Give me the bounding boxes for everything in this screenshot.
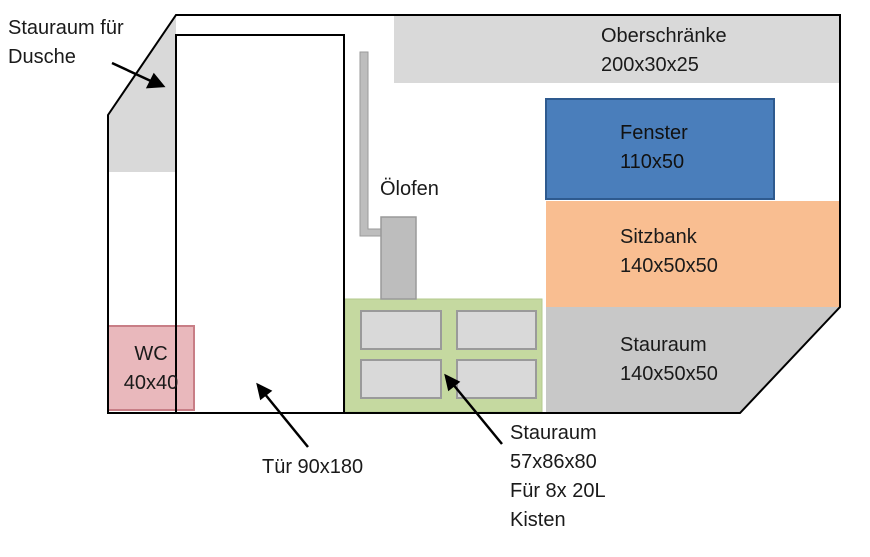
arrow-crates	[451, 382, 503, 445]
arrows	[111, 61, 503, 448]
bench-line2: 140x50x50	[620, 255, 718, 277]
storage-right-area	[546, 307, 840, 413]
arrow-shower-head	[145, 72, 166, 89]
storage-right-label: Stauraum 140x50x50	[620, 331, 718, 389]
window-label: Fenster 110x50	[620, 119, 688, 177]
storage-right-line2: 140x50x50	[620, 363, 718, 385]
stove-chimney	[359, 51, 383, 237]
stove-body	[380, 216, 417, 300]
upper-cabinets-area	[394, 15, 840, 83]
storage-crates-line4: Kisten	[510, 509, 566, 531]
crate	[456, 310, 537, 350]
stove-label: Ölofen	[380, 178, 439, 200]
storage-crates-line2: 57x86x80	[510, 451, 597, 473]
wc-line2: 40x40	[123, 372, 179, 394]
crate	[360, 310, 442, 350]
wc-line1: WC	[134, 343, 168, 365]
arrow-crates-head	[444, 373, 461, 392]
door-block-outline	[175, 34, 345, 413]
window-line1: Fenster	[620, 122, 688, 144]
window-area	[545, 98, 775, 200]
arrow-door-head	[256, 382, 273, 401]
shower-storage-line2: Dusche	[8, 46, 76, 68]
arrow-door	[263, 392, 309, 448]
door-label: Tür 90x180	[262, 456, 364, 478]
shower-storage-label: Stauraum für Dusche	[8, 14, 124, 72]
wc-area	[107, 325, 195, 411]
wc-label: WC 40x40	[108, 340, 194, 398]
upper-cabinets-line2: 200x30x25	[601, 54, 699, 76]
bench-label: Sitzbank 140x50x50	[620, 223, 718, 281]
shower-storage-area	[108, 15, 176, 172]
window-line2: 110x50	[620, 151, 685, 173]
shower-storage-line1: Stauraum für	[8, 17, 124, 39]
crate	[360, 359, 442, 399]
bench-area	[546, 201, 840, 307]
storage-crates-line3: Für 8x 20L	[510, 480, 606, 502]
upper-cabinets-line1: Oberschränke	[601, 25, 727, 47]
storage-right-line1: Stauraum	[620, 334, 707, 356]
crate	[456, 359, 537, 399]
upper-cabinets-label: Oberschränke 200x30x25	[601, 22, 727, 80]
storage-crates-line1: Stauraum	[510, 422, 597, 444]
outer-wall	[107, 14, 841, 414]
bench-line1: Sitzbank	[620, 226, 697, 248]
arrow-shower	[111, 61, 154, 84]
storage-crates-label: Stauraum 57x86x80 Für 8x 20L Kisten	[510, 419, 606, 535]
